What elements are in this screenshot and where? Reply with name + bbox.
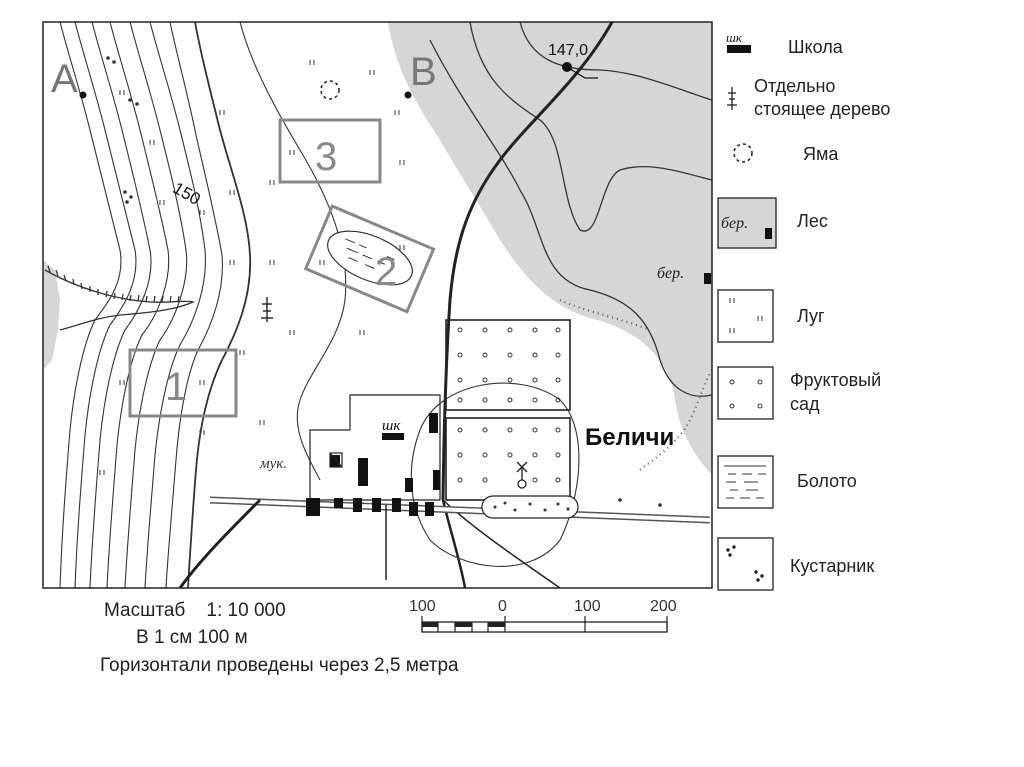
plot-2-label: 2	[375, 250, 397, 294]
elevation-marker	[562, 62, 598, 79]
forest-area	[388, 22, 712, 475]
forest-left	[43, 260, 60, 370]
point-a-marker	[79, 91, 87, 99]
point-a-label: А	[51, 57, 78, 101]
tree-sign	[261, 297, 273, 322]
scale-bar: 100 0 100 200	[409, 598, 677, 633]
legend-swamp: Болото	[717, 455, 857, 509]
plot-1-label: 1	[165, 365, 187, 409]
legend-pit: Яма	[733, 143, 839, 164]
elevation-label: 147,0	[548, 42, 588, 59]
legend-tree-label-1: Отдельно	[754, 76, 835, 96]
point-b-marker	[404, 91, 412, 99]
scale-tick-0: 0	[498, 598, 507, 615]
legend-school: шк Школа	[726, 30, 844, 57]
legend-tree-label-2: стоящее дерево	[754, 99, 890, 119]
forest-contours	[429, 22, 712, 397]
legend-meadow: Луг	[717, 289, 825, 343]
plot-3-label: 3	[315, 135, 337, 179]
contour-lines	[59, 22, 347, 588]
map-area: А В 147,0 150 3 2 1 Беличи шк мук. бер.	[43, 22, 712, 588]
contour-interval-text: Горизонтали проведены через 2,5 метра	[100, 655, 459, 676]
legend-meadow-label: Луг	[797, 306, 825, 326]
shrub-dots	[106, 56, 662, 507]
plot-1-frame	[128, 348, 238, 418]
legend-shrub-label: Кустарник	[790, 556, 874, 576]
scale-tick-200: 200	[650, 598, 677, 615]
legend-orchard-label-1: Фруктовый	[790, 370, 881, 390]
pit-sign	[320, 80, 340, 100]
legend-forest: бер. Лес	[717, 197, 828, 249]
map-frame	[42, 21, 713, 589]
scale-text: Масштаб 1: 10 000	[104, 600, 286, 621]
mill-label: мук.	[259, 456, 287, 472]
cm-text: В 1 см 100 м	[136, 627, 248, 648]
legend-tree: Отдельно стоящее дерево	[727, 76, 890, 119]
settlement-label: Беличи	[585, 424, 674, 451]
forest-sign	[704, 273, 711, 284]
scale-tick-100-right: 100	[574, 598, 601, 615]
landmark-sign	[516, 461, 528, 489]
legend-school-abbr: шк	[726, 30, 743, 45]
buildings	[306, 413, 440, 516]
legend-forest-abbr: бер.	[721, 215, 748, 232]
pond	[481, 495, 579, 519]
plot-3-frame	[278, 118, 382, 184]
legend-orchard-label-2: сад	[790, 394, 820, 414]
legend-pit-label: Яма	[803, 144, 839, 164]
school-abbr-label: шк	[382, 418, 401, 434]
scale-tick-100-left: 100	[409, 598, 436, 615]
point-b-label: В	[410, 50, 437, 94]
orchard-dots	[457, 327, 561, 483]
mill-sign	[329, 452, 343, 468]
legend: шк Школа Отдельно стоящее дерево Яма бер…	[717, 30, 890, 591]
ravine	[44, 265, 195, 331]
legend-shrub: Кустарник	[717, 537, 874, 591]
legend-swamp-label: Болото	[797, 471, 857, 491]
legend-school-label: Школа	[788, 37, 844, 57]
legend-forest-label: Лес	[797, 211, 828, 231]
plot-2	[303, 204, 436, 314]
meadow-marks	[99, 60, 405, 475]
forest-label: бер.	[657, 265, 684, 282]
legend-orchard: Фруктовый сад	[717, 366, 881, 420]
